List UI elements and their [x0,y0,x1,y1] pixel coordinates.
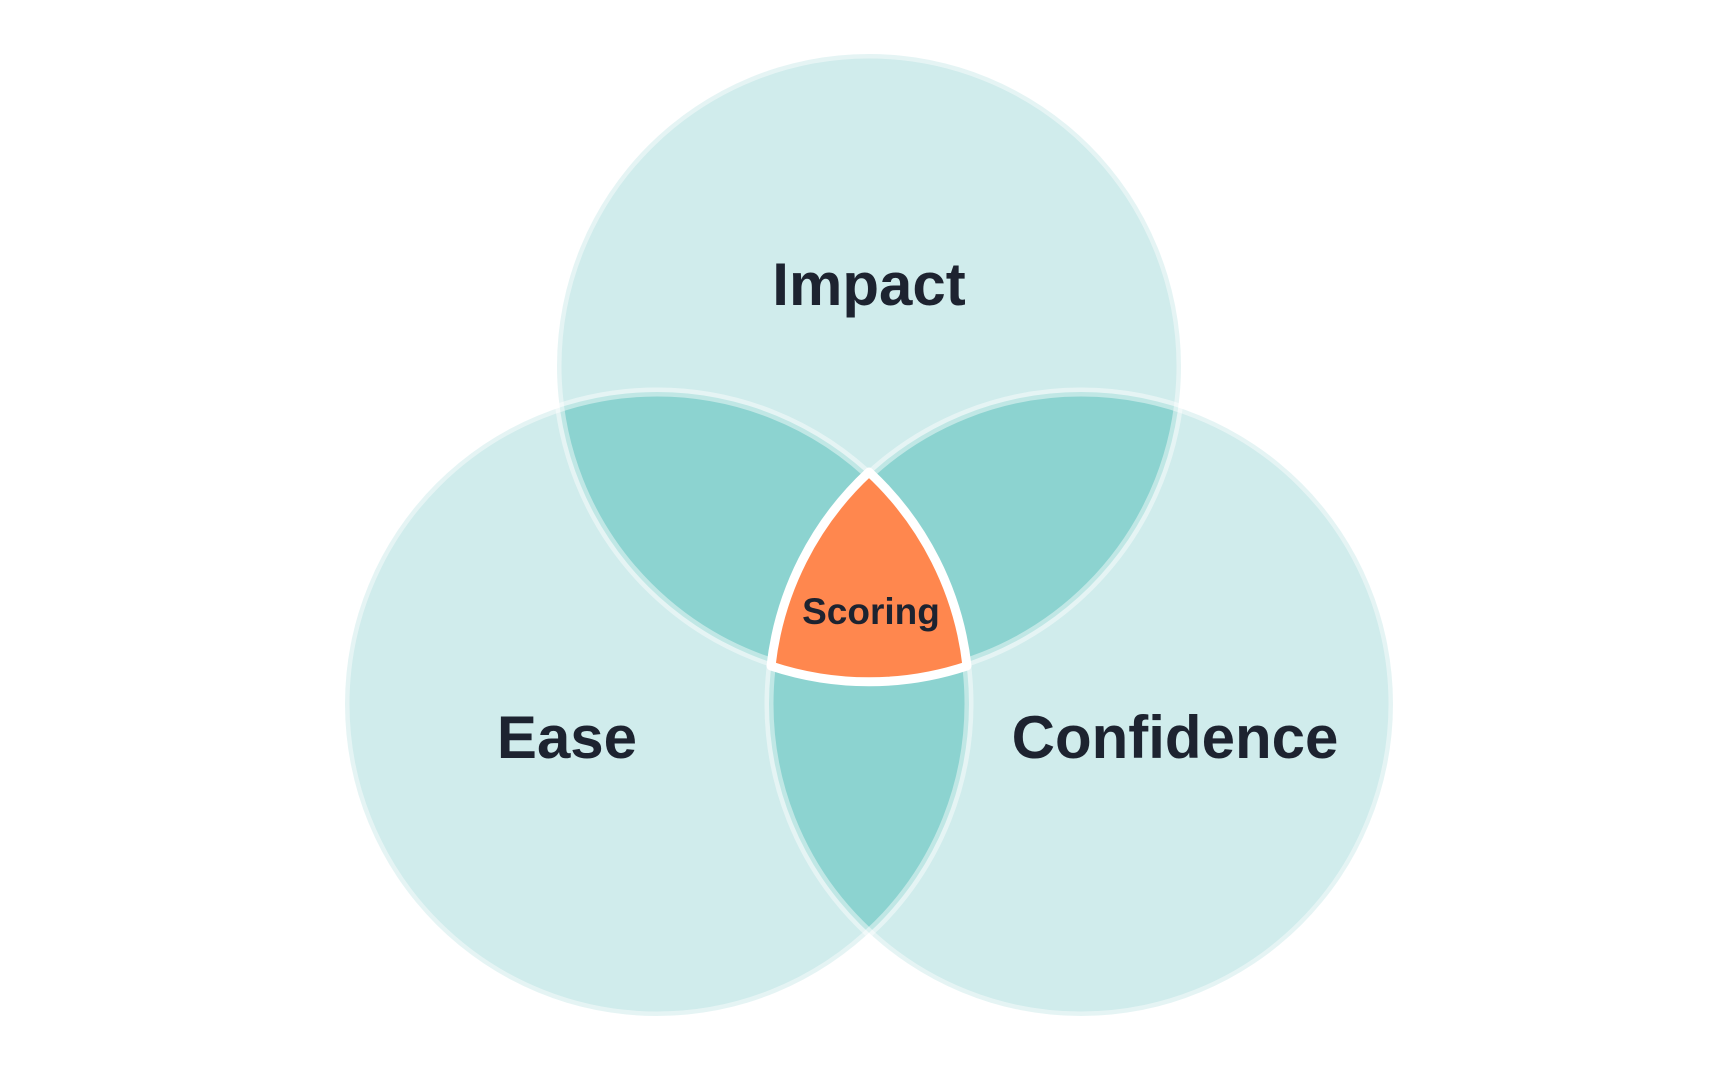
label-impact: Impact [772,251,965,318]
label-confidence: Confidence [1012,704,1339,771]
label-scoring: Scoring [802,591,940,632]
label-ease: Ease [497,704,637,771]
center-region [766,467,972,687]
